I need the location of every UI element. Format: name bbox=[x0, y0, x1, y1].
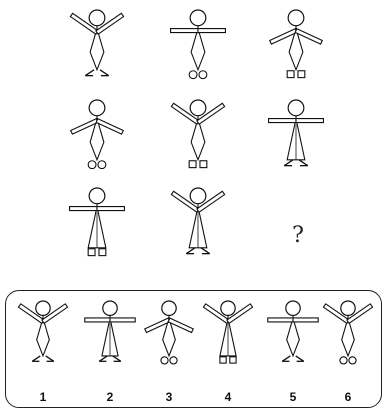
left-arm bbox=[70, 207, 97, 211]
head bbox=[288, 10, 304, 26]
left-foot-line bbox=[85, 70, 94, 76]
question-mark: ? bbox=[287, 223, 309, 248]
head bbox=[89, 100, 105, 116]
right-foot-line bbox=[100, 70, 109, 76]
diamond-body bbox=[191, 119, 205, 160]
option-label-2[interactable]: 2 bbox=[100, 390, 120, 404]
option-label-1[interactable]: 1 bbox=[33, 390, 53, 404]
right-arm bbox=[198, 29, 225, 33]
puzzle-figure-3 bbox=[270, 10, 323, 78]
option-label-6[interactable]: 6 bbox=[338, 390, 358, 404]
option-label-5[interactable]: 5 bbox=[283, 390, 303, 404]
answer-options-box bbox=[5, 290, 382, 408]
head bbox=[89, 10, 105, 26]
left-foot-square bbox=[88, 249, 95, 256]
puzzle-figure-6 bbox=[269, 100, 324, 166]
left-arm bbox=[171, 29, 198, 33]
puzzle-figure-4 bbox=[71, 100, 124, 169]
left-foot-circle bbox=[88, 161, 96, 169]
left-foot-square bbox=[189, 161, 196, 168]
head bbox=[288, 100, 304, 116]
head bbox=[89, 188, 105, 204]
head bbox=[190, 188, 206, 204]
left-foot-square bbox=[287, 71, 294, 78]
puzzle-figure-5 bbox=[171, 100, 224, 168]
right-foot-line bbox=[201, 248, 210, 254]
right-arm bbox=[97, 207, 124, 211]
right-foot-square bbox=[200, 161, 207, 168]
left-foot-line bbox=[284, 160, 293, 166]
right-foot-circle bbox=[98, 161, 106, 169]
right-foot-square bbox=[298, 71, 305, 78]
puzzle-figure-8 bbox=[171, 188, 224, 254]
left-foot-circle bbox=[189, 71, 197, 79]
head bbox=[190, 10, 206, 26]
left-arm bbox=[269, 119, 296, 123]
right-foot-line bbox=[299, 160, 308, 166]
diamond-body bbox=[191, 29, 205, 70]
puzzle-figure-2 bbox=[171, 10, 226, 79]
option-label-4[interactable]: 4 bbox=[218, 390, 238, 404]
right-foot-circle bbox=[199, 71, 207, 79]
right-arm bbox=[296, 119, 323, 123]
left-foot-line bbox=[186, 248, 195, 254]
diamond-body bbox=[90, 29, 104, 70]
puzzle-figure-7 bbox=[70, 188, 125, 256]
puzzle-figure-1 bbox=[70, 10, 123, 76]
right-foot-square bbox=[99, 249, 106, 256]
option-label-3[interactable]: 3 bbox=[159, 390, 179, 404]
head bbox=[190, 100, 206, 116]
